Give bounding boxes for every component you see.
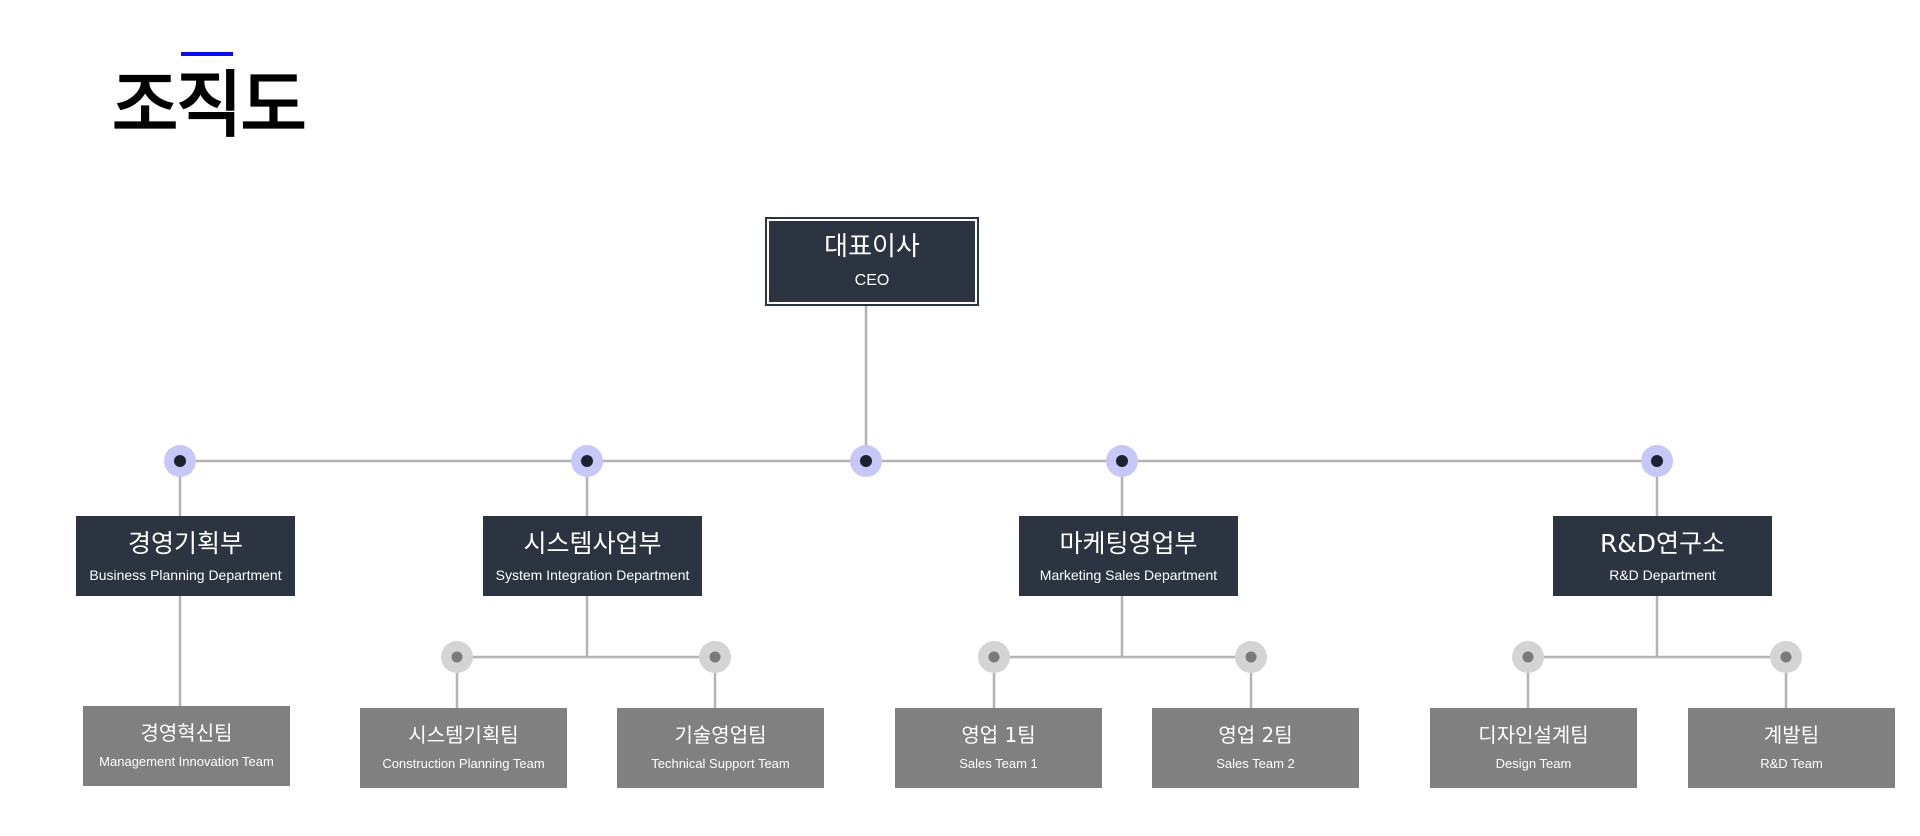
department-name-en: R&D Department bbox=[1609, 566, 1716, 583]
node-dot bbox=[1245, 651, 1257, 663]
team-name-ko: 계발팀 bbox=[1763, 723, 1820, 748]
node-dot bbox=[174, 455, 186, 467]
team-name-en: Design Team bbox=[1495, 756, 1572, 772]
ceo-title-en: CEO bbox=[854, 272, 890, 290]
team-name-en: R&D Team bbox=[1760, 756, 1823, 772]
team-name-ko: 디자인설계팀 bbox=[1478, 723, 1589, 748]
department-box-system-integration: 시스템사업부 System Integration Department bbox=[483, 516, 702, 596]
page-title: 조직도 bbox=[112, 63, 307, 147]
department-box-marketing-sales: 마케팅영업부 Marketing Sales Department bbox=[1019, 516, 1238, 596]
team-name-ko: 영업 1팀 bbox=[961, 723, 1036, 748]
ceo-box: 대표이사 CEO bbox=[765, 217, 979, 306]
team-name-ko: 경영혁신팀 bbox=[140, 721, 233, 746]
department-name-ko: 경영기획부 bbox=[127, 529, 243, 559]
node-dot bbox=[1522, 651, 1534, 663]
department-name-ko: 마케팅영업부 bbox=[1059, 529, 1198, 559]
node-dot bbox=[451, 651, 463, 663]
title-accent-bar bbox=[181, 52, 233, 56]
ceo-title-ko: 대표이사 bbox=[824, 231, 920, 262]
department-name-en: Business Planning Department bbox=[89, 566, 282, 583]
department-box-rnd: R&D연구소 R&D Department bbox=[1553, 516, 1772, 596]
department-name-ko: R&D연구소 bbox=[1599, 529, 1726, 559]
team-box-design: 디자인설계팀 Design Team bbox=[1430, 708, 1637, 788]
team-box-technical-support: 기술영업팀 Technical Support Team bbox=[617, 708, 824, 788]
department-name-en: Marketing Sales Department bbox=[1039, 566, 1218, 583]
team-box-sales-2: 영업 2팀 Sales Team 2 bbox=[1152, 708, 1359, 788]
department-name-ko: 시스템사업부 bbox=[523, 529, 662, 559]
team-box-construction-planning: 시스템기획팀 Construction Planning Team bbox=[360, 708, 567, 788]
team-name-en: Management Innovation Team bbox=[99, 754, 274, 770]
team-name-en: Sales Team 2 bbox=[1216, 756, 1295, 772]
node-dot bbox=[988, 651, 1000, 663]
team-box-sales-1: 영업 1팀 Sales Team 1 bbox=[895, 708, 1102, 788]
team-box-management-innovation: 경영혁신팀 Management Innovation Team bbox=[83, 706, 290, 786]
node-dot bbox=[709, 651, 721, 663]
secondary-nodes bbox=[441, 641, 1802, 673]
team-name-ko: 시스템기획팀 bbox=[408, 723, 519, 748]
node-dot bbox=[1116, 455, 1128, 467]
primary-nodes bbox=[164, 445, 1673, 477]
department-name-en: System Integration Department bbox=[495, 566, 690, 583]
team-name-en: Technical Support Team bbox=[651, 756, 790, 772]
department-box-business-planning: 경영기획부 Business Planning Department bbox=[76, 516, 295, 596]
team-name-ko: 기술영업팀 bbox=[674, 723, 767, 748]
team-name-ko: 영업 2팀 bbox=[1218, 723, 1293, 748]
node-dot bbox=[1651, 455, 1663, 467]
node-dot bbox=[1780, 651, 1792, 663]
team-name-en: Sales Team 1 bbox=[959, 756, 1038, 772]
node-dot bbox=[581, 455, 593, 467]
node-dot bbox=[860, 455, 872, 467]
team-name-en: Construction Planning Team bbox=[382, 756, 545, 772]
team-box-rnd: 계발팀 R&D Team bbox=[1688, 708, 1895, 788]
